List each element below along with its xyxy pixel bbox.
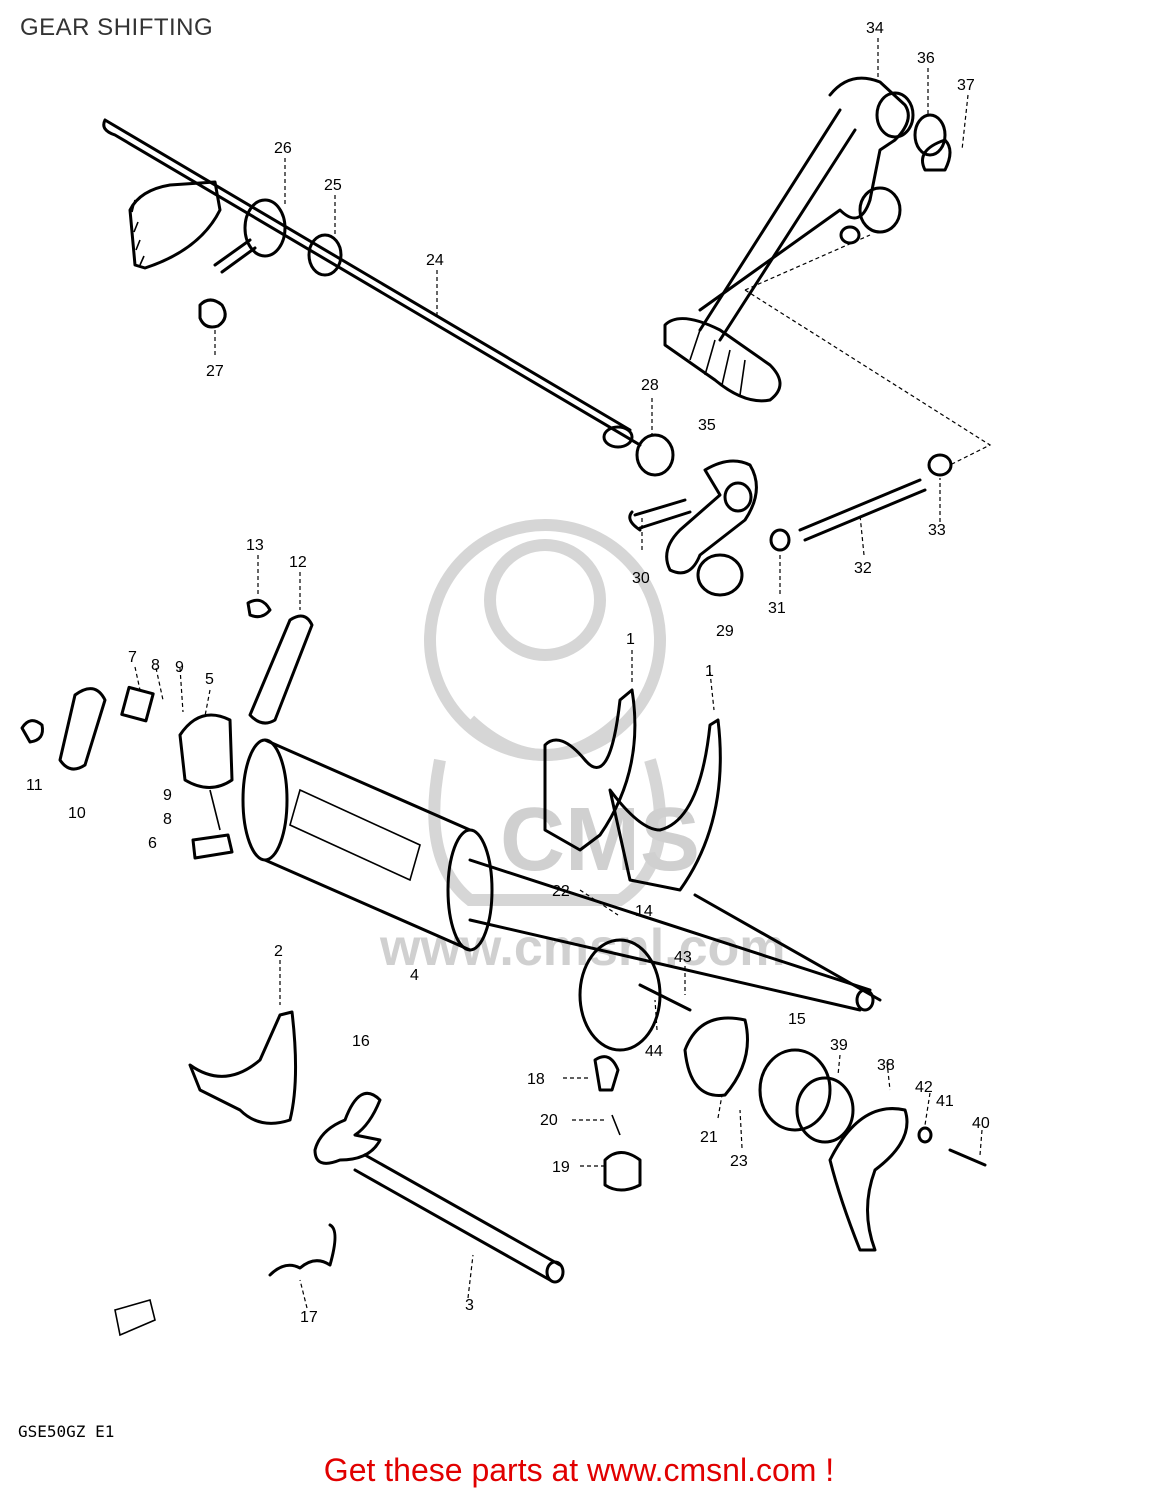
callout-38: 38 (877, 1057, 895, 1074)
callout-17: 17 (300, 1309, 318, 1326)
callout-3: 3 (465, 1297, 474, 1314)
callout-13: 13 (246, 537, 264, 554)
callout-6: 6 (148, 835, 157, 852)
callout-42: 42 (915, 1079, 933, 1096)
diagram-title: GEAR SHIFTING (20, 14, 214, 41)
watermark-site: www.cmsnl.com (379, 919, 786, 977)
callout-24: 24 (426, 252, 444, 269)
callout-33: 33 (928, 522, 946, 539)
callout-35: 35 (698, 417, 716, 434)
callout-37: 37 (957, 77, 975, 94)
callout-39: 39 (830, 1037, 848, 1054)
callout-7: 7 (128, 649, 137, 666)
shift-forks (543, 688, 882, 1002)
shift-drum (241, 738, 875, 1012)
callout-labels: 34 36 37 26 25 24 27 28 35 33 32 30 31 2… (26, 20, 990, 1326)
callout-5: 5 (205, 671, 214, 688)
callout-23: 23 (730, 1153, 748, 1170)
callout-43: 43 (674, 949, 692, 966)
callout-9b: 9 (163, 787, 172, 804)
callout-26: 26 (274, 140, 292, 157)
callout-1b: 1 (705, 663, 714, 680)
callout-9: 9 (175, 659, 184, 676)
callout-16: 16 (352, 1033, 370, 1050)
callout-10: 10 (68, 805, 86, 822)
callout-12: 12 (289, 554, 307, 571)
leader-lines (134, 38, 983, 1309)
watermark-brand: CMS (500, 790, 700, 890)
callout-44: 44 (645, 1043, 663, 1060)
callout-21: 21 (700, 1129, 718, 1146)
callout-8b: 8 (163, 811, 172, 828)
callout-2: 2 (274, 943, 283, 960)
drum-end-components (578, 938, 987, 1252)
callout-22: 22 (552, 883, 570, 900)
watermark: CMS www.cmsnl.com (379, 519, 786, 977)
callout-40: 40 (972, 1115, 990, 1132)
callout-15: 15 (788, 1011, 806, 1028)
callout-41: 41 (936, 1093, 954, 1110)
stopper-parts (20, 598, 314, 860)
callout-11: 11 (26, 777, 43, 794)
callout-27: 27 (206, 363, 224, 380)
callout-25: 25 (324, 177, 342, 194)
callout-32: 32 (854, 560, 872, 577)
callout-28: 28 (641, 377, 659, 394)
callout-14: 14 (635, 903, 653, 920)
callout-34: 34 (866, 20, 884, 37)
shift-linkage (628, 453, 953, 597)
gearshift-lever-assembly (663, 76, 992, 466)
callout-19: 19 (552, 1159, 570, 1176)
callout-29: 29 (716, 623, 734, 640)
callout-31: 31 (768, 600, 786, 617)
callout-4: 4 (410, 967, 419, 984)
buy-parts-link[interactable]: Get these parts at www.cmsnl.com ! (323, 1452, 835, 1488)
callout-36: 36 (917, 50, 935, 67)
lower-forks (114, 1010, 565, 1337)
callout-18: 18 (527, 1071, 545, 1088)
gearshift-shaft-assembly (102, 118, 675, 477)
callout-30: 30 (632, 570, 650, 587)
callout-8: 8 (151, 657, 160, 674)
model-code: GSE50GZ E1 (18, 1422, 115, 1441)
callout-20: 20 (540, 1112, 558, 1129)
callout-1a: 1 (626, 631, 635, 648)
